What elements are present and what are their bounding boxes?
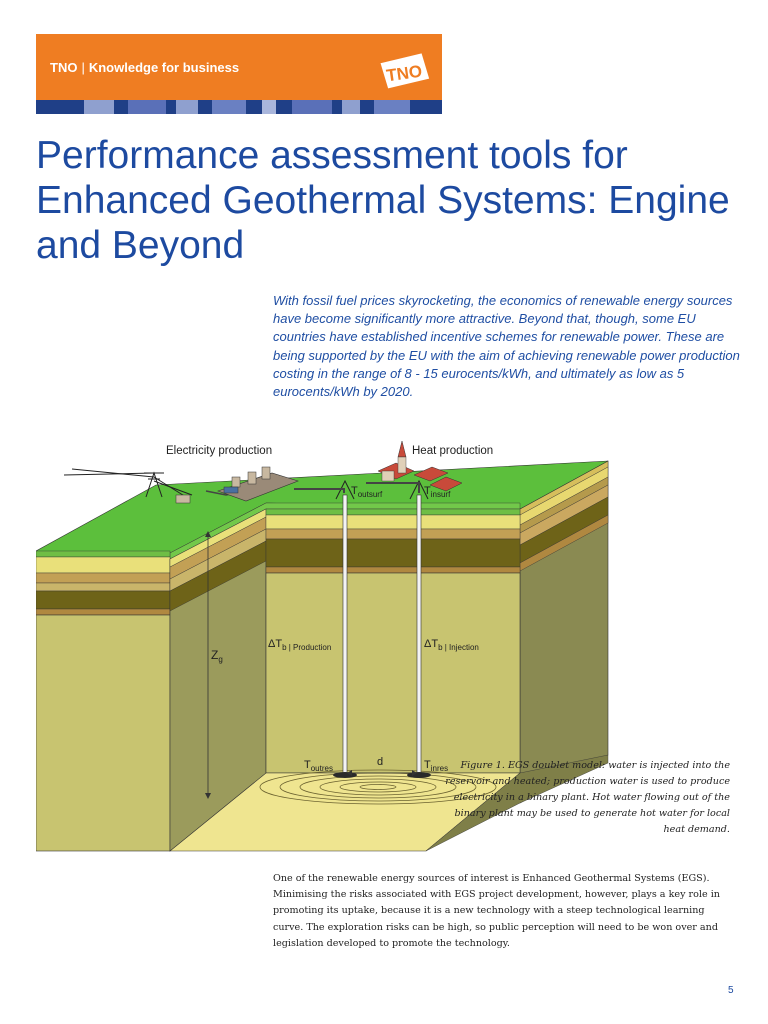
label-zg: Zg (211, 648, 223, 664)
figure-caption: Figure 1. EGS doublet model: water is in… (445, 760, 730, 835)
brand-name: TNO (50, 60, 78, 75)
label-d: d (377, 756, 383, 768)
header-stripe (36, 100, 442, 114)
header-banner: TNO|Knowledge for business TNO (36, 34, 442, 114)
label-t-inres: Tinres (424, 759, 448, 773)
label-t-insurf: Tinsurf (424, 485, 451, 499)
tno-logo: TNO (380, 53, 430, 89)
egs-doublet-figure: Electricity production Heat production T… (36, 440, 609, 852)
page-number: 5 (728, 985, 734, 996)
label-heat: Heat production (412, 445, 493, 457)
label-electricity: Electricity production (166, 445, 272, 457)
power-pylon (63, 468, 193, 498)
houses (377, 440, 463, 492)
brand-tagline: Knowledge for business (88, 60, 240, 75)
label-dt-production: ΔTb | Production (268, 638, 331, 652)
label-t-outsurf: Toutsurf (351, 485, 383, 499)
svg-text:TNO: TNO (385, 62, 423, 86)
header-tagline: TNO|Knowledge for business (50, 60, 239, 75)
body-paragraph: One of the renewable energy sources of i… (273, 873, 720, 949)
intro-paragraph: With fossil fuel prices skyrocketing, th… (273, 293, 740, 400)
page-title: Performance assessment tools for Enhance… (36, 134, 730, 267)
power-plant (217, 466, 299, 502)
label-t-outres: Toutres (304, 759, 333, 773)
brand-separator: | (81, 60, 85, 75)
reservoir-back-wall (265, 572, 521, 774)
label-dt-injection: ΔTb | Injection (424, 638, 479, 652)
